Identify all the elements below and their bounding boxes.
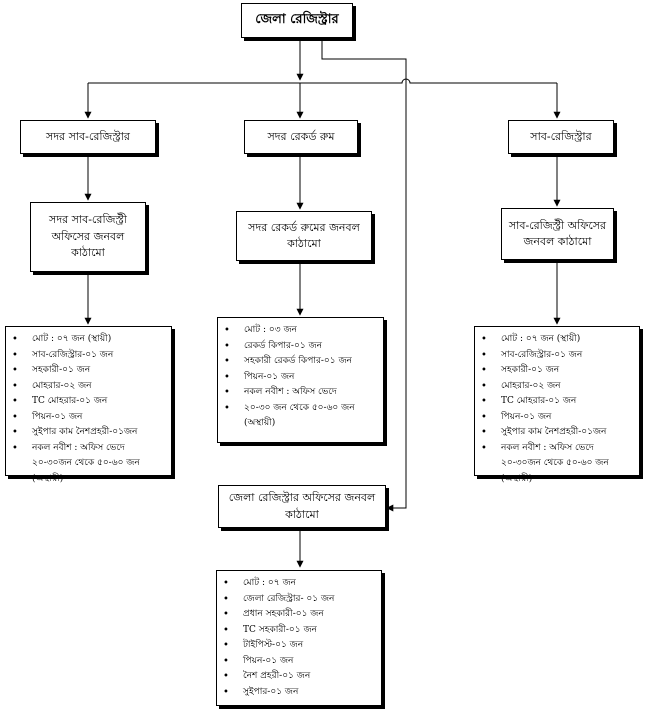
staff-list-right: মোট : ০৭ জন (স্থায়ী) সাব-রেজিস্ট্রার-০১…	[474, 326, 640, 484]
branch-label-middle: সদর রেকর্ড রুম	[267, 129, 335, 143]
list-item: মোট : ০৭ জন (স্থায়ী)	[10, 332, 167, 348]
list-item: পিয়ন-০১ জন	[221, 654, 377, 670]
branch-node-left: সদর সাব-রেজিস্ট্রার	[20, 120, 156, 154]
list-item: TC সহকারী-০১ জন	[221, 623, 377, 639]
staff-list-bottom: মোট : ০৭ জন জেলা রেজিস্ট্রার- ০১ জন প্রধ…	[216, 570, 382, 706]
list-item: রেকর্ড কিপার-০১ জন	[222, 339, 379, 355]
branch-label-right: সাব-রেজিস্ট্রার	[530, 129, 592, 143]
list-item: নকল নবীশ : অফিস ভেদে	[222, 385, 379, 401]
list-item: ২০-৩০ জন থেকে ৫০-৬০ জন (অস্থায়ী)	[222, 401, 379, 432]
branch-node-right: সাব-রেজিস্ট্রার	[508, 120, 614, 154]
list-item: টাইপিস্ট-০১ জন	[221, 638, 377, 654]
list-item: নকল নবীশ : অফিস ভেদে ২০-৩০জন থেকে ৫০-৬০ …	[479, 441, 635, 488]
list-item: সাব-রেজিস্ট্রার-০১ জন	[10, 348, 167, 364]
list-item: TC মোহরার-০১ জন	[10, 394, 167, 410]
list-item: পিয়ন-০১ জন	[479, 410, 635, 426]
branch-node-middle: সদর রেকর্ড রুম	[244, 120, 358, 154]
list-item: সহকারী রেকর্ড কিপার-০১ জন	[222, 354, 379, 370]
list-item: সুইপার কাম নৈশপ্রহরী-০১জন	[10, 425, 167, 441]
list-item: নৈশ প্রহরী-০১ জন	[221, 669, 377, 685]
structure-node-bottom: জেলা রেজিস্ট্রার অফিসের জনবল কাঠামো	[218, 485, 386, 528]
list-item: মোহরার-০২ জন	[479, 379, 635, 395]
staff-list-left: মোট : ০৭ জন (স্থায়ী) সাব-রেজিস্ট্রার-০১…	[5, 326, 172, 484]
list-item: সাব-রেজিস্ট্রার-০১ জন	[479, 348, 635, 364]
list-item: জেলা রেজিস্ট্রার- ০১ জন	[221, 592, 377, 608]
structure-label-bottom: জেলা রেজিস্ট্রার অফিসের জনবল কাঠামো	[228, 491, 376, 521]
staff-list-middle: মোট : ০৩ জন রেকর্ড কিপার-০১ জন সহকারী রে…	[217, 317, 384, 443]
list-item: সুইপার-০১ জন	[221, 685, 377, 701]
structure-label-left: সদর সাব-রেজিস্ট্রী অফিসের জনবল কাঠামো	[49, 213, 127, 260]
root-node: জেলা রেজিস্ট্রার	[241, 3, 353, 38]
list-item: TC মোহরার-০১ জন	[479, 394, 635, 410]
list-item: সুইপার কাম নৈশপ্রহরী-০১জন	[479, 425, 635, 441]
structure-node-right: সাব-রেজিস্ট্রী অফিসের জনবল কাঠামো	[501, 208, 614, 260]
list-item: মোট : ০৩ জন	[222, 323, 379, 339]
structure-label-middle: সদর রেকর্ড রুমের জনবল কাঠামো	[248, 220, 360, 251]
list-item: পিয়ন-০১ জন	[222, 370, 379, 386]
list-item: সহকারী-০১ জন	[479, 363, 635, 379]
branch-label-left: সদর সাব-রেজিস্ট্রার	[46, 129, 130, 143]
structure-node-left: সদর সাব-রেজিস্ট্রী অফিসের জনবল কাঠামো	[30, 202, 146, 272]
structure-node-middle: সদর রেকর্ড রুমের জনবল কাঠামো	[236, 211, 372, 261]
list-item: সহকারী-০১ জন	[10, 363, 167, 379]
structure-label-right: সাব-রেজিস্ট্রী অফিসের জনবল কাঠামো	[508, 218, 607, 249]
list-item: পিয়ন-০১ জন	[10, 410, 167, 426]
list-item: মোট : ০৭ জন (স্থায়ী)	[479, 332, 635, 348]
root-label: জেলা রেজিস্ট্রার	[255, 12, 339, 27]
list-item: মোহরার-০২ জন	[10, 379, 167, 395]
list-item: প্রধান সহকারী-০১ জন	[221, 607, 377, 623]
list-item: মোট : ০৭ জন	[221, 576, 377, 592]
list-item: নকল নবীশ : অফিস ভেদে ২০-৩০জন থেকে ৫০-৬০ …	[10, 441, 167, 488]
